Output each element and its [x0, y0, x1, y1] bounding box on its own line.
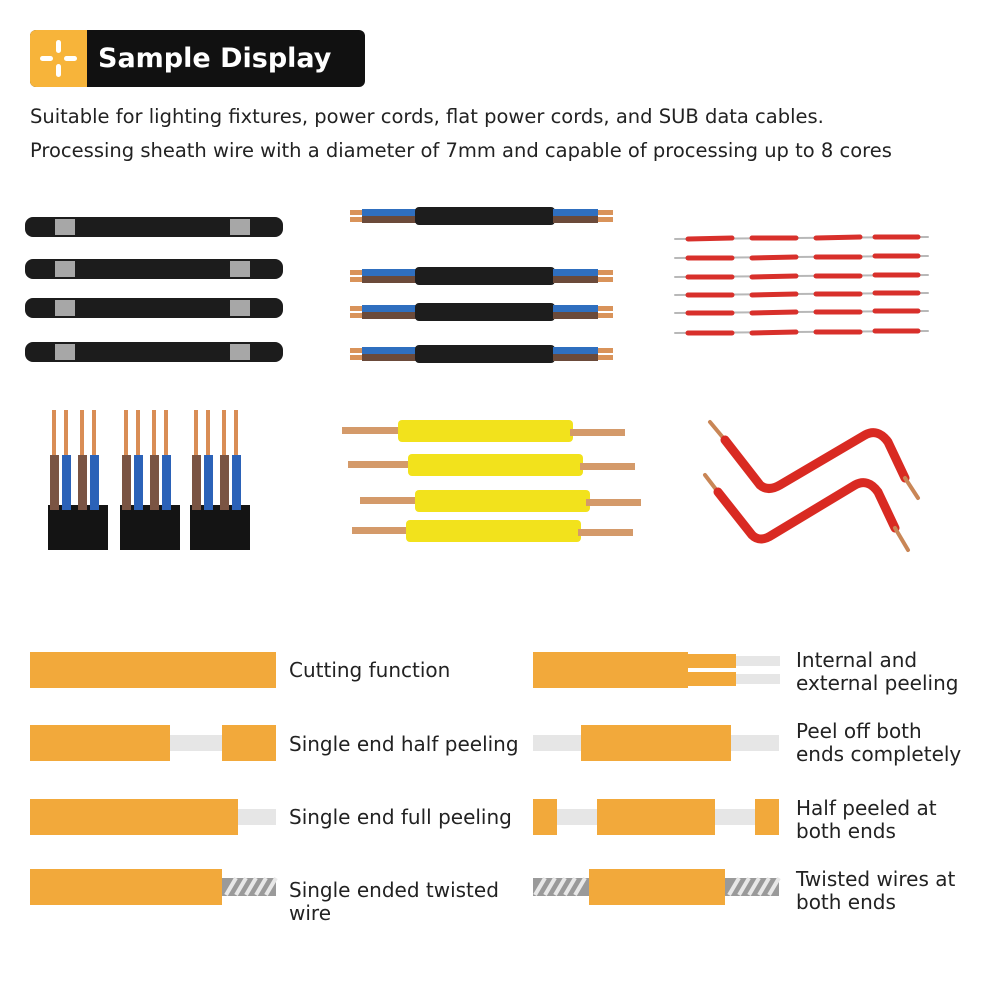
bent-red-wires-image	[690, 410, 935, 560]
single-end-full-peeling-diagram	[30, 797, 280, 839]
single-end-half-peeling-label: Single end half peeling	[289, 732, 519, 756]
internal-external-peeling-label: Internal and external peeling	[796, 648, 959, 695]
half-peeled-both-ends-diagram	[533, 797, 783, 839]
single-end-half-peeling-diagram	[30, 723, 280, 765]
cutting-function-diagram	[30, 650, 280, 692]
intro-line-1: Suitable for lighting fixtures, power co…	[30, 105, 824, 128]
red-peeled-wires-image	[670, 225, 935, 350]
intro-line-2: Processing sheath wire with a diameter o…	[30, 139, 892, 162]
black-shielded-cables-image	[20, 205, 290, 370]
half-peeled-both-ends-label: Half peeled at both ends	[796, 796, 937, 843]
yellow-sheathed-wires-image	[340, 415, 650, 555]
twisted-wires-both-ends-diagram	[533, 867, 783, 909]
internal-external-peeling-diagram	[533, 650, 783, 692]
twisted-wires-both-ends-label: Twisted wires at both ends	[796, 867, 956, 914]
single-ended-twisted-wire-text: Single ended twisted wire	[289, 878, 499, 925]
single-ended-twisted-wire-diagram	[30, 867, 280, 909]
cutting-function-label: Cutting function	[289, 658, 451, 682]
stripped-multicore-cables-image	[40, 405, 260, 555]
flat-two-core-cables-image	[345, 200, 620, 370]
single-ended-twisted-wire-label: Single ended twisted wire	[289, 879, 499, 925]
single-end-full-peeling-label: Single end full peeling	[289, 805, 512, 829]
peel-off-both-ends-label: Peel off both ends completely	[796, 719, 962, 766]
peel-off-both-ends-diagram	[533, 723, 783, 765]
section-title: Sample Display	[98, 43, 332, 74]
section-header: Sample Display	[30, 30, 365, 87]
plus-cross-icon	[30, 30, 87, 87]
intro-text: Suitable for lighting fixtures, power co…	[30, 100, 980, 168]
